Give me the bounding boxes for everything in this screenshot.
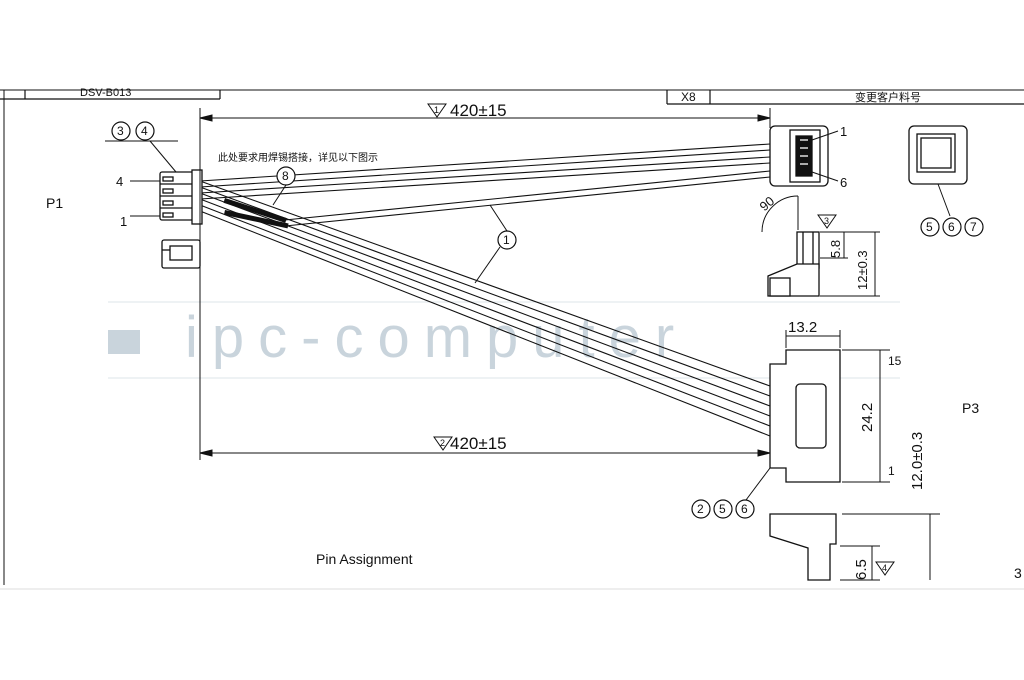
- flag-p2: 3: [817, 214, 837, 229]
- balloon-3: 3: [117, 124, 124, 138]
- p1-label: P1: [46, 195, 63, 211]
- svg-text:4: 4: [882, 563, 887, 573]
- angle-text: 90: [757, 193, 778, 214]
- balloons: [111, 121, 984, 519]
- svg-text:3: 3: [824, 216, 829, 226]
- balloon-4: 4: [141, 124, 148, 138]
- balloon-7: 7: [970, 220, 977, 234]
- title-block: [0, 89, 1024, 585]
- p1-pin-bottom: 1: [120, 214, 127, 229]
- dim-bottom: [840, 545, 880, 581]
- watermark: ipc-computer: [108, 301, 900, 379]
- balloon-8: 8: [282, 169, 289, 183]
- p3-pin-bottom: 1: [888, 464, 895, 478]
- dim-p2-offset: 12±0.3: [855, 250, 870, 290]
- dim-p2-height: 5.8: [828, 240, 843, 258]
- dim-p3-offset: 12.0±0.3: [909, 432, 926, 490]
- dim-length-top-text: 420±15: [450, 101, 507, 120]
- dim-bottom-height: 6.5: [853, 559, 870, 580]
- balloon-5b: 5: [719, 502, 726, 516]
- balloon-2: 2: [697, 502, 704, 516]
- balloon-6b: 6: [741, 502, 748, 516]
- p2-connector: [769, 125, 829, 187]
- pin-assignment-heading: Pin Assignment: [316, 551, 413, 567]
- watermark-text: ipc-computer: [185, 305, 688, 370]
- angle-arc: [761, 195, 799, 233]
- title-code: X8: [681, 90, 696, 104]
- p3-pin-top: 15: [888, 354, 902, 368]
- p3-connector: [769, 349, 841, 483]
- dim-p3: [785, 330, 940, 580]
- detail-567: [908, 125, 968, 185]
- dim-p2: [820, 231, 880, 297]
- balloon-5: 5: [926, 220, 933, 234]
- p1-pin-top: 4: [116, 174, 123, 189]
- dim-length-bottom-text: 420±15: [450, 434, 507, 453]
- flag-bottom: 2: [433, 436, 453, 451]
- dim-length-bottom: [199, 449, 771, 457]
- balloon-6: 6: [948, 220, 955, 234]
- solder-joints: [223, 198, 289, 229]
- dim-p3-width: 13.2: [788, 319, 817, 336]
- svg-text:1: 1: [434, 105, 439, 115]
- dim-length-top: [199, 114, 771, 122]
- flag-top: 1: [427, 103, 447, 118]
- wire-bundle: [199, 143, 771, 437]
- p2-pin-bottom: 6: [840, 175, 847, 190]
- svg-text:2: 2: [440, 438, 445, 448]
- title-cell-left: DSV-B013: [80, 87, 131, 99]
- flag-right: 4: [875, 561, 895, 576]
- p3-side-view: [769, 513, 837, 581]
- solder-note: 此处要求用焊锡搭接，详见以下图示: [218, 151, 378, 164]
- p2-pin-top: 1: [840, 124, 847, 139]
- p2-side-view: [767, 231, 820, 297]
- edge-digit: 3: [1014, 565, 1022, 581]
- title-text: 变更客户料号: [855, 90, 921, 104]
- p3-label: P3: [962, 400, 979, 416]
- balloon-1: 1: [503, 233, 510, 247]
- p1-connector: [159, 169, 203, 269]
- dim-p3-height: 24.2: [859, 403, 876, 432]
